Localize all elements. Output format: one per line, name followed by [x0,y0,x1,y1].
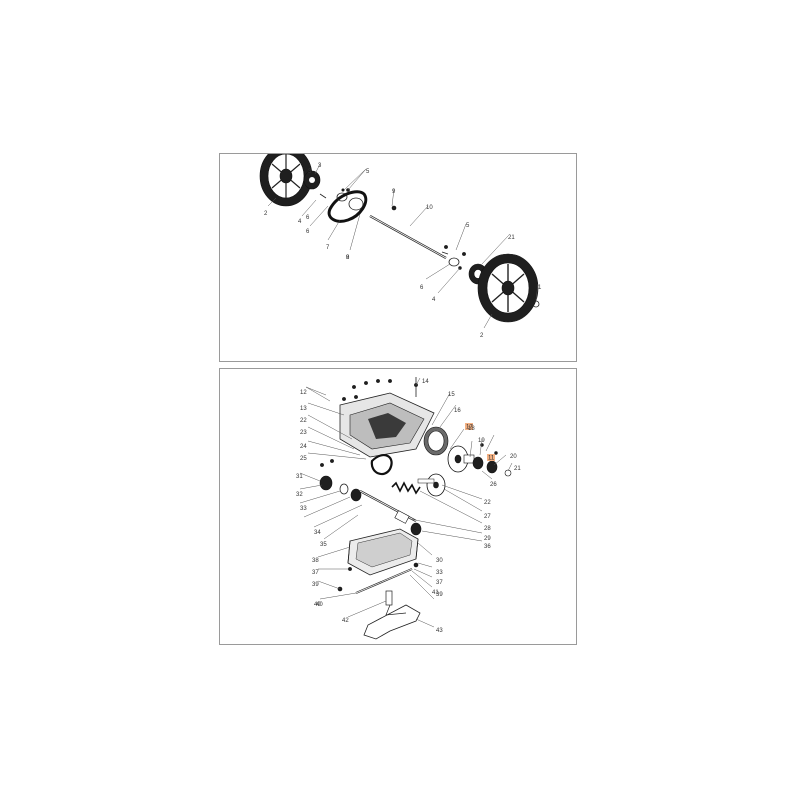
part-label-38: 38 [312,558,319,564]
left-small-parts [319,188,397,211]
part-label-35: 35 [320,542,327,548]
part-label-20: 20 [510,454,517,460]
gearbox-cover [339,377,435,458]
gearbox-housing [347,528,419,576]
part-label-28: 28 [484,526,491,532]
part-label-36: 36 [484,544,491,550]
part-label-5: 5 [466,223,470,229]
ring-gear [423,426,449,456]
part-label-37: 37 [312,570,319,576]
part-label-41: 41 [432,590,439,596]
part-label-34: 34 [314,530,321,536]
lever-bracket [363,590,421,640]
part-label-21: 21 [514,466,521,472]
leader-lines [299,377,513,628]
part-label-21: 21 [508,235,515,241]
part-label-2: 2 [480,333,484,339]
part-label-6: 6 [306,215,310,221]
part-label-33: 33 [436,570,443,576]
part-label-22: 22 [300,418,307,424]
highlight-marker-17 [465,423,473,430]
right-wheel [477,253,540,323]
part-label-12: 12 [300,390,307,396]
part-label-27: 27 [484,514,491,520]
lower-shaft [337,568,413,594]
part-label-29: 29 [484,536,491,542]
drive-disc [447,443,512,477]
part-label-7: 7 [326,245,330,251]
part-label-4: 4 [298,219,302,225]
part-label-6: 6 [420,285,424,291]
highlighted-part-label-17: 17 [466,425,473,431]
leader-lines [267,163,539,329]
part-label-25: 25 [300,456,307,462]
worm-gear [417,473,446,497]
part-label-32: 32 [296,492,303,498]
part-label-33: 33 [300,506,307,512]
spring [391,481,421,495]
part-label-39: 39 [312,582,319,588]
part-label-39: 39 [436,592,443,598]
right-small-parts [441,245,466,270]
part-label-9: 9 [346,255,350,261]
part-label-13: 13 [300,406,307,412]
part-label-10: 10 [426,205,433,211]
part-label-18: 18 [468,426,475,432]
axle [369,215,447,259]
pinion-gears [319,459,362,502]
part-label-40: 40 [314,602,321,608]
drive-shaft [359,490,422,536]
part-label-40: 40 [316,602,323,608]
part-label-9: 9 [392,189,396,195]
part-label-22: 22 [484,500,491,506]
drive-chain [370,453,393,476]
part-label-42: 42 [342,618,349,624]
part-label-3: 3 [308,169,312,175]
part-label-23: 23 [300,430,307,436]
part-label-26: 26 [490,482,497,488]
part-label-3: 3 [318,163,322,169]
part-label-1: 1 [538,285,542,291]
part-label-31: 31 [296,474,303,480]
part-label-6: 6 [306,229,310,235]
part-label-4: 4 [432,297,436,303]
part-label-5: 5 [366,169,370,175]
part-label-8: 8 [346,255,350,261]
part-label-15: 15 [448,392,455,398]
part-label-16: 16 [454,408,461,414]
highlight-marker-11 [487,454,495,461]
part-label-30: 30 [436,558,443,564]
left-hub [303,170,321,190]
part-label-37: 37 [436,580,443,586]
part-label-2: 2 [264,211,268,217]
left-wheel [259,154,313,207]
drive-belt [327,190,368,223]
part-label-14: 14 [422,379,429,385]
part-label-24: 24 [300,444,307,450]
part-label-43: 43 [436,628,443,634]
part-label-19: 19 [478,438,485,444]
highlighted-part-label-11: 11 [488,456,495,462]
